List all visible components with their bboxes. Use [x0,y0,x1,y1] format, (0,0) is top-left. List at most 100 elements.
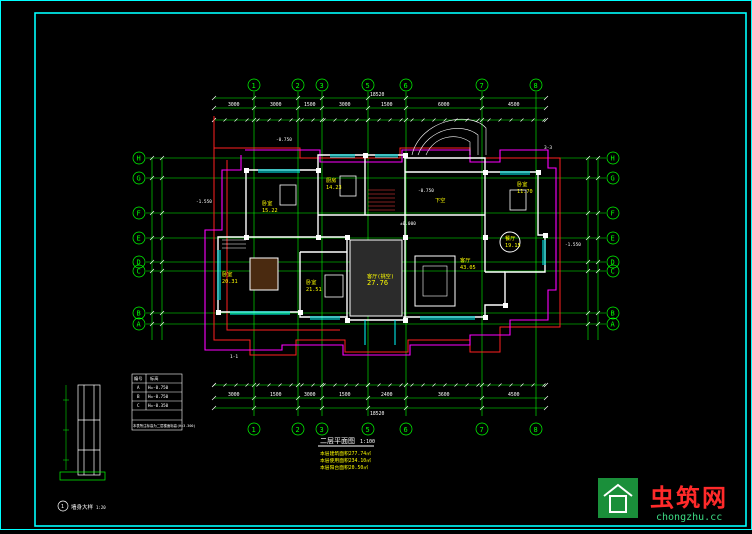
dimension-tick [595,210,601,216]
dimension-value-top: 6000 [438,102,450,108]
axis-bubble [399,78,413,92]
dimension-tick [149,235,155,241]
axis-label-top: 5 [366,82,370,90]
dimension-tick [498,383,502,387]
dimension-tick [159,310,165,316]
room-area: 27.76 [367,279,388,287]
dimension-tick [595,155,601,161]
dimension-tick [355,383,359,387]
axis-bubble [606,231,620,245]
drawing-title-block: 二层平面图 1:100 本层建筑面积277.74㎡ 本层使用面积234.10㎡ … [318,437,375,471]
dimension-tick [159,268,165,274]
dimension-tick [223,118,227,122]
dimension-tick [251,117,257,123]
dimension-tick [211,95,217,101]
dimension-tick [476,383,480,387]
note-line: 本层使用面积234.10㎡ [320,457,371,464]
dimension-tick [234,383,238,387]
dimension-tick [585,310,591,316]
dimension-tick [479,95,485,101]
dimension-value-bottom: 1500 [270,392,282,398]
dimension-tick [498,118,502,122]
watermark-url: chongzhu.cc [656,512,722,523]
axis-bubble [361,422,375,436]
level-mark: -0.750 [418,188,434,194]
axis-bubble [529,78,543,92]
detail-number: 1 [61,504,64,510]
dimension-tick [585,259,591,265]
axis-bubble [247,78,261,92]
dimension-tick [295,95,301,101]
dimension-tick [585,268,591,274]
axis-label-left: F [137,210,141,218]
axis-bubble [132,255,146,269]
dimension-tick [595,268,601,274]
wall-detail-dims [63,385,69,470]
dining-table [499,231,521,253]
dimension-tick [295,395,301,401]
axis-bubble [399,422,413,436]
dimension-tick [295,405,301,411]
axis-label-top: 8 [534,82,538,90]
dimension-tick [403,117,409,123]
watermark-cn: 虫筑网 [650,483,728,512]
level-mark: -1.550 [196,199,212,205]
dimension-tick [479,117,485,123]
dimension-tick [531,118,535,122]
dimension-tick [595,321,601,327]
axis-bubble [132,171,146,185]
dimension-tick [223,383,227,387]
dimension-tick [251,395,257,401]
axis-label-bottom: 1 [252,426,256,434]
axis-label-left: H [137,155,141,163]
table-cell: A [137,385,140,390]
dimension-tick [542,383,546,387]
dimension-tick [543,382,549,388]
dimension-tick [509,383,513,387]
dimension-tick [421,383,425,387]
axis-bubble [247,422,261,436]
dimension-tick [365,105,371,111]
room-area: 15.22 [262,208,278,214]
dimension-tick [311,383,315,387]
dimension-tick [543,395,549,401]
dimension-tick [333,118,337,122]
axis-bubble [291,78,305,92]
dimension-tick [403,95,409,101]
dimension-tick [465,383,469,387]
dimension-tick [289,383,293,387]
room-name: 客厅 [460,256,470,264]
dimension-tick [595,310,601,316]
dimension-value-bottom: 3600 [438,392,450,398]
dimension-tick [403,405,409,411]
dimension-value-bottom: 4500 [508,392,520,398]
room-name: 餐厅 [505,234,515,242]
dimension-tick [159,175,165,181]
drawing-title: 二层平面图 [320,437,355,445]
dimension-value-bottom: 3000 [304,392,316,398]
axis-bubble [606,317,620,331]
room-name: 卧室 [262,199,272,207]
axis-label-left: A [137,321,142,329]
axis-bubble [361,78,375,92]
dimension-tick [300,383,304,387]
dimension-tick [403,395,409,401]
sofa-inner [422,265,448,297]
section-marks: 3-3 1-1 [230,145,552,360]
dimension-tick [344,118,348,122]
dimension-tick [149,210,155,216]
dimension-tick [432,383,436,387]
level-mark: -0.750 [276,137,292,143]
axis-label-right: H [611,155,615,163]
dimension-tick [410,383,414,387]
dimension-tick [410,118,414,122]
room-area: 43.05 [460,265,476,271]
axis-label-top: 3 [320,82,324,90]
dimension-tick [319,105,325,111]
dimension-tick [319,405,325,411]
axis-bubble [606,151,620,165]
dimension-tick [595,235,601,241]
axis-label-top: 6 [404,82,408,90]
axis-bubble [475,422,489,436]
